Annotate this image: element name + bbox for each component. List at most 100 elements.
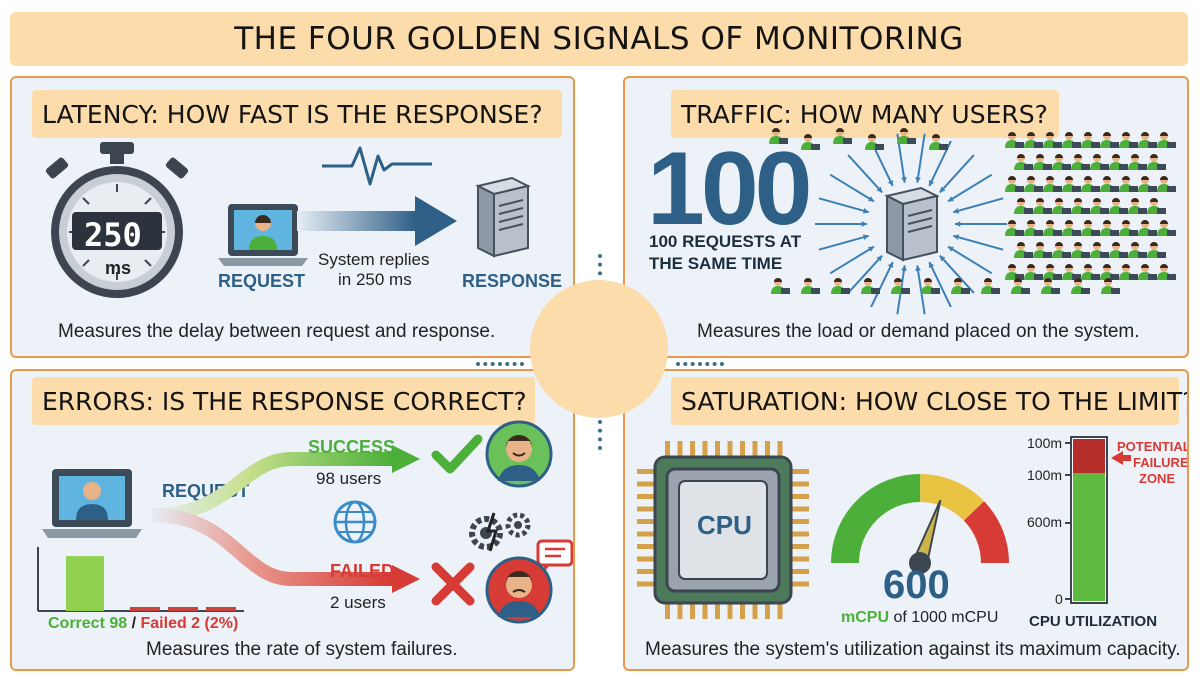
x-mark-icon: [431, 562, 475, 606]
request-arrow-mark: [847, 154, 883, 194]
errors-caption: Measures the rate of system failures.: [146, 639, 458, 660]
summary-separator: /: [127, 615, 141, 632]
traffic-requests-line-2: THE SAME TIME: [649, 254, 783, 273]
cpu-pin: [752, 441, 758, 459]
user-figure: [1090, 242, 1109, 258]
cpu-pin: [791, 544, 809, 549]
user-figure: [1081, 132, 1100, 148]
user-figure: [1119, 132, 1138, 148]
request-arrow-mark: [947, 245, 993, 275]
user-figure: [833, 128, 852, 144]
user-figure: [865, 134, 884, 150]
user-figure: [1024, 264, 1043, 280]
cpu-pin: [791, 531, 809, 537]
user-figure: [1052, 198, 1071, 214]
user-figure: [1043, 176, 1062, 192]
correct-bar: [66, 556, 104, 611]
user-figure: [921, 278, 940, 294]
cpu-pin: [702, 441, 708, 459]
user-figure: [1119, 220, 1138, 236]
user-figure: [1138, 176, 1157, 192]
user-figure: [891, 278, 910, 294]
user-figure: [951, 278, 970, 294]
user-figure: [1101, 278, 1120, 294]
request-arrow-mark: [928, 261, 952, 308]
user-figure: [1024, 176, 1043, 192]
traffic-requests-line-1: 100 REQUESTS AT: [649, 232, 802, 251]
cpu-pin: [777, 601, 783, 619]
reply-text-line-2: in 250 ms: [338, 270, 412, 289]
bar-tick-1: 100m: [1027, 435, 1063, 451]
happy-user-icon: [485, 420, 553, 488]
user-figure: [831, 278, 850, 294]
cpu-pin: [677, 601, 683, 619]
cpu-pin: [791, 469, 809, 474]
user-figure: [1014, 154, 1033, 170]
user-figure: [1052, 242, 1071, 258]
cpu-pin: [637, 519, 655, 524]
user-figure: [771, 278, 790, 294]
user-figure: [1062, 220, 1081, 236]
user-figure: [1062, 264, 1081, 280]
saturation-heading: SATURATION: HOW CLOSE TO THE LIMIT?: [671, 377, 1187, 425]
cpu-pin: [765, 601, 770, 619]
user-figure: [1157, 264, 1176, 280]
cpu-pin: [727, 441, 733, 459]
user-figure: [861, 278, 880, 294]
cpu-pin: [637, 469, 655, 474]
traffic-panel: TRAFFIC: HOW MANY USERS? 100 100 REQUEST…: [623, 76, 1189, 358]
user-figure: [1071, 278, 1090, 294]
failed-count-text: Failed 2 (2%): [140, 615, 239, 632]
failed-bar: [206, 607, 236, 611]
cpu-pin: [637, 506, 655, 512]
user-figure: [1062, 132, 1081, 148]
user-figure: [929, 134, 948, 150]
saturation-panel: SATURATION: HOW CLOSE TO THE LIMIT? CPU …: [623, 369, 1189, 671]
bar-tick-4: 0: [1055, 591, 1063, 607]
user-figure: [1147, 198, 1166, 214]
request-arrow-mark: [952, 197, 1004, 214]
heartbeat-icon: [322, 146, 432, 186]
user-figure: [1109, 242, 1128, 258]
cpu-pin: [791, 581, 809, 587]
timer-value: 250: [84, 216, 142, 254]
user-figure: [801, 278, 820, 294]
cpu-pin: [637, 494, 655, 499]
utilization-bar: [1065, 436, 1108, 604]
request-arrow-mark: [829, 245, 875, 275]
user-figure: [1043, 264, 1062, 280]
laptop-icon: [218, 204, 308, 266]
failed-label: FAILED: [330, 561, 395, 581]
latency-response-label: RESPONSE: [462, 271, 563, 291]
errors-panel: ERRORS: IS THE RESPONSE CORRECT? REQUEST…: [10, 369, 575, 671]
user-figure: [1052, 154, 1071, 170]
request-arrow-mark: [870, 261, 894, 308]
user-figure: [1157, 220, 1176, 236]
user-figure: [1005, 220, 1024, 236]
cpu-pin: [715, 601, 720, 619]
cpu-pin: [740, 601, 745, 619]
latency-caption: Measures the delay between request and r…: [58, 321, 496, 342]
cpu-pin: [665, 601, 670, 619]
cpu-pin: [791, 556, 809, 562]
failed-bar: [168, 607, 198, 611]
user-figure: [1128, 198, 1147, 214]
failed-bar: [130, 607, 160, 611]
request-branch-arrows: [151, 445, 420, 593]
gauge-unit-rest: of 1000 mCPU: [889, 609, 999, 626]
gauge: [831, 474, 1009, 574]
gears-icon: [469, 512, 531, 552]
correct-failed-summary: Correct 98 / Failed 2 (2%): [48, 615, 238, 633]
request-arrow-mark: [818, 234, 870, 251]
user-figure: [1005, 132, 1024, 148]
user-figure: [1011, 278, 1030, 294]
potential-failure-line-2: FAILURE: [1133, 455, 1189, 470]
timer-unit: ms: [105, 258, 132, 278]
users-crowd: [769, 128, 1176, 294]
chat-bubble-icon: [536, 539, 573, 572]
user-figure: [1062, 176, 1081, 192]
traffic-caption: Measures the load or demand placed on th…: [697, 321, 1140, 342]
request-arrow-mark: [915, 265, 926, 315]
latency-request-label: REQUEST: [218, 271, 306, 291]
cpu-pin: [637, 531, 655, 537]
